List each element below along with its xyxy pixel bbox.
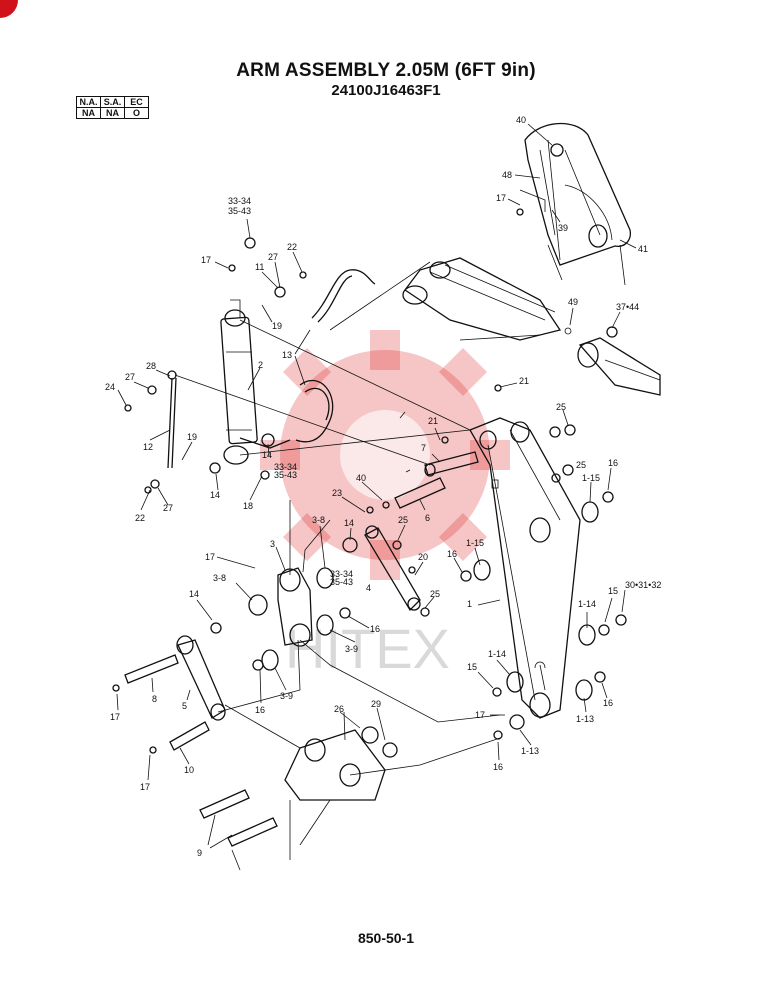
callout-1-14: 1-14 — [578, 599, 596, 609]
callout-14: 14 — [262, 450, 272, 460]
callout-21: 21 — [428, 416, 438, 426]
spec-value-sa: NA — [100, 107, 125, 119]
callout-2: 2 — [258, 360, 263, 370]
callout-37-44: 37•44 — [616, 302, 639, 312]
callout-3-9: 3-9 — [345, 644, 358, 654]
callout-27: 27 — [268, 252, 278, 262]
callout-15: 15 — [467, 662, 477, 672]
callout-11: 11 — [255, 262, 264, 272]
callout-1: 1 — [467, 599, 472, 609]
callout-10: 10 — [184, 765, 194, 775]
callout-19: 19 — [272, 321, 282, 331]
callout-14: 14 — [189, 589, 199, 599]
callout-17: 17 — [140, 782, 150, 792]
callout-14: 14 — [210, 490, 220, 500]
callout-28: 28 — [146, 361, 156, 371]
callout-48: 48 — [502, 170, 512, 180]
callout-39: 39 — [558, 223, 568, 233]
callout-33-34: 33-34 — [330, 569, 353, 579]
callout-17: 17 — [475, 710, 485, 720]
callout-16: 16 — [255, 705, 265, 715]
callout-25: 25 — [430, 589, 440, 599]
callout-22: 22 — [287, 242, 297, 252]
callout-22: 22 — [135, 513, 145, 523]
callout-35-43: 35-43 — [228, 206, 251, 216]
callout-16: 16 — [603, 698, 613, 708]
callout-25: 25 — [398, 515, 408, 525]
callout-16: 16 — [370, 624, 380, 634]
callout-17: 17 — [205, 552, 215, 562]
callout-9: 9 — [197, 848, 202, 858]
callout-23: 23 — [332, 488, 342, 498]
callout-1-14: 1-14 — [488, 649, 506, 659]
callout-1-15: 1-15 — [582, 473, 600, 483]
callout-40: 40 — [356, 473, 366, 483]
callout-18: 18 — [243, 501, 253, 511]
callout-1-15: 1-15 — [466, 538, 484, 548]
callout-40: 40 — [516, 115, 526, 125]
callout-15: 15 — [608, 586, 618, 596]
callout-19: 19 — [187, 432, 197, 442]
callout-3-9: 3-9 — [280, 691, 293, 701]
callout-25: 25 — [556, 402, 566, 412]
callout-21: 21 — [519, 376, 529, 386]
callout-14: 14 — [344, 518, 354, 528]
page-number: 850-50-1 — [357, 930, 415, 946]
callout-30-31-32: 30•31•32 — [625, 580, 661, 590]
callout-27: 27 — [125, 372, 135, 382]
part-number: 24100J16463F1 — [331, 82, 441, 99]
callout-4: 4 — [366, 583, 371, 593]
spec-value-ec: O — [124, 107, 149, 119]
callout-20: 20 — [418, 552, 428, 562]
callout-16: 16 — [493, 762, 503, 772]
callout-17: 17 — [496, 193, 506, 203]
callout-labels: 40 48 17 39 41 49 37•44 33-34 35-43 17 2… — [105, 115, 661, 858]
callout-33-34: 33-34 — [228, 196, 251, 206]
callout-25: 25 — [576, 460, 586, 470]
callout-27: 27 — [163, 503, 173, 513]
callout-3-8: 3-8 — [312, 515, 325, 525]
callout-26: 26 — [334, 704, 344, 714]
callout-8: 8 — [152, 694, 157, 704]
callout-1-13: 1-13 — [521, 746, 539, 756]
callout-49: 49 — [568, 297, 578, 307]
callout-24: 24 — [105, 382, 115, 392]
callout-17: 17 — [201, 255, 211, 265]
callout-3: 3 — [270, 539, 275, 549]
spec-value-na: NA — [76, 107, 101, 119]
callout-1-13: 1-13 — [576, 714, 594, 724]
callout-35-43: 35-43 — [330, 577, 353, 587]
callout-17: 17 — [110, 712, 120, 722]
spec-table: N.A. S.A. EC NA NA O — [76, 96, 149, 119]
callout-16: 16 — [608, 458, 618, 468]
callout-6: 6 — [425, 513, 430, 523]
callout-7: 7 — [421, 443, 426, 453]
corner-badge — [0, 0, 18, 18]
callout-41: 41 — [638, 244, 648, 254]
callout-16: 16 — [447, 549, 457, 559]
callout-29: 29 — [371, 699, 381, 709]
callout-13: 13 — [282, 350, 292, 360]
callout-5: 5 — [182, 701, 187, 711]
arm-linework — [112, 122, 661, 871]
page-title: ARM ASSEMBLY 2.05M (6FT 9in) — [236, 60, 536, 81]
callout-35-43: 35-43 — [274, 470, 297, 480]
callout-12: 12 — [143, 442, 153, 452]
callout-33-34: 33-34 — [274, 462, 297, 472]
callout-leaders — [116, 123, 637, 849]
callout-3-8: 3-8 — [213, 573, 226, 583]
